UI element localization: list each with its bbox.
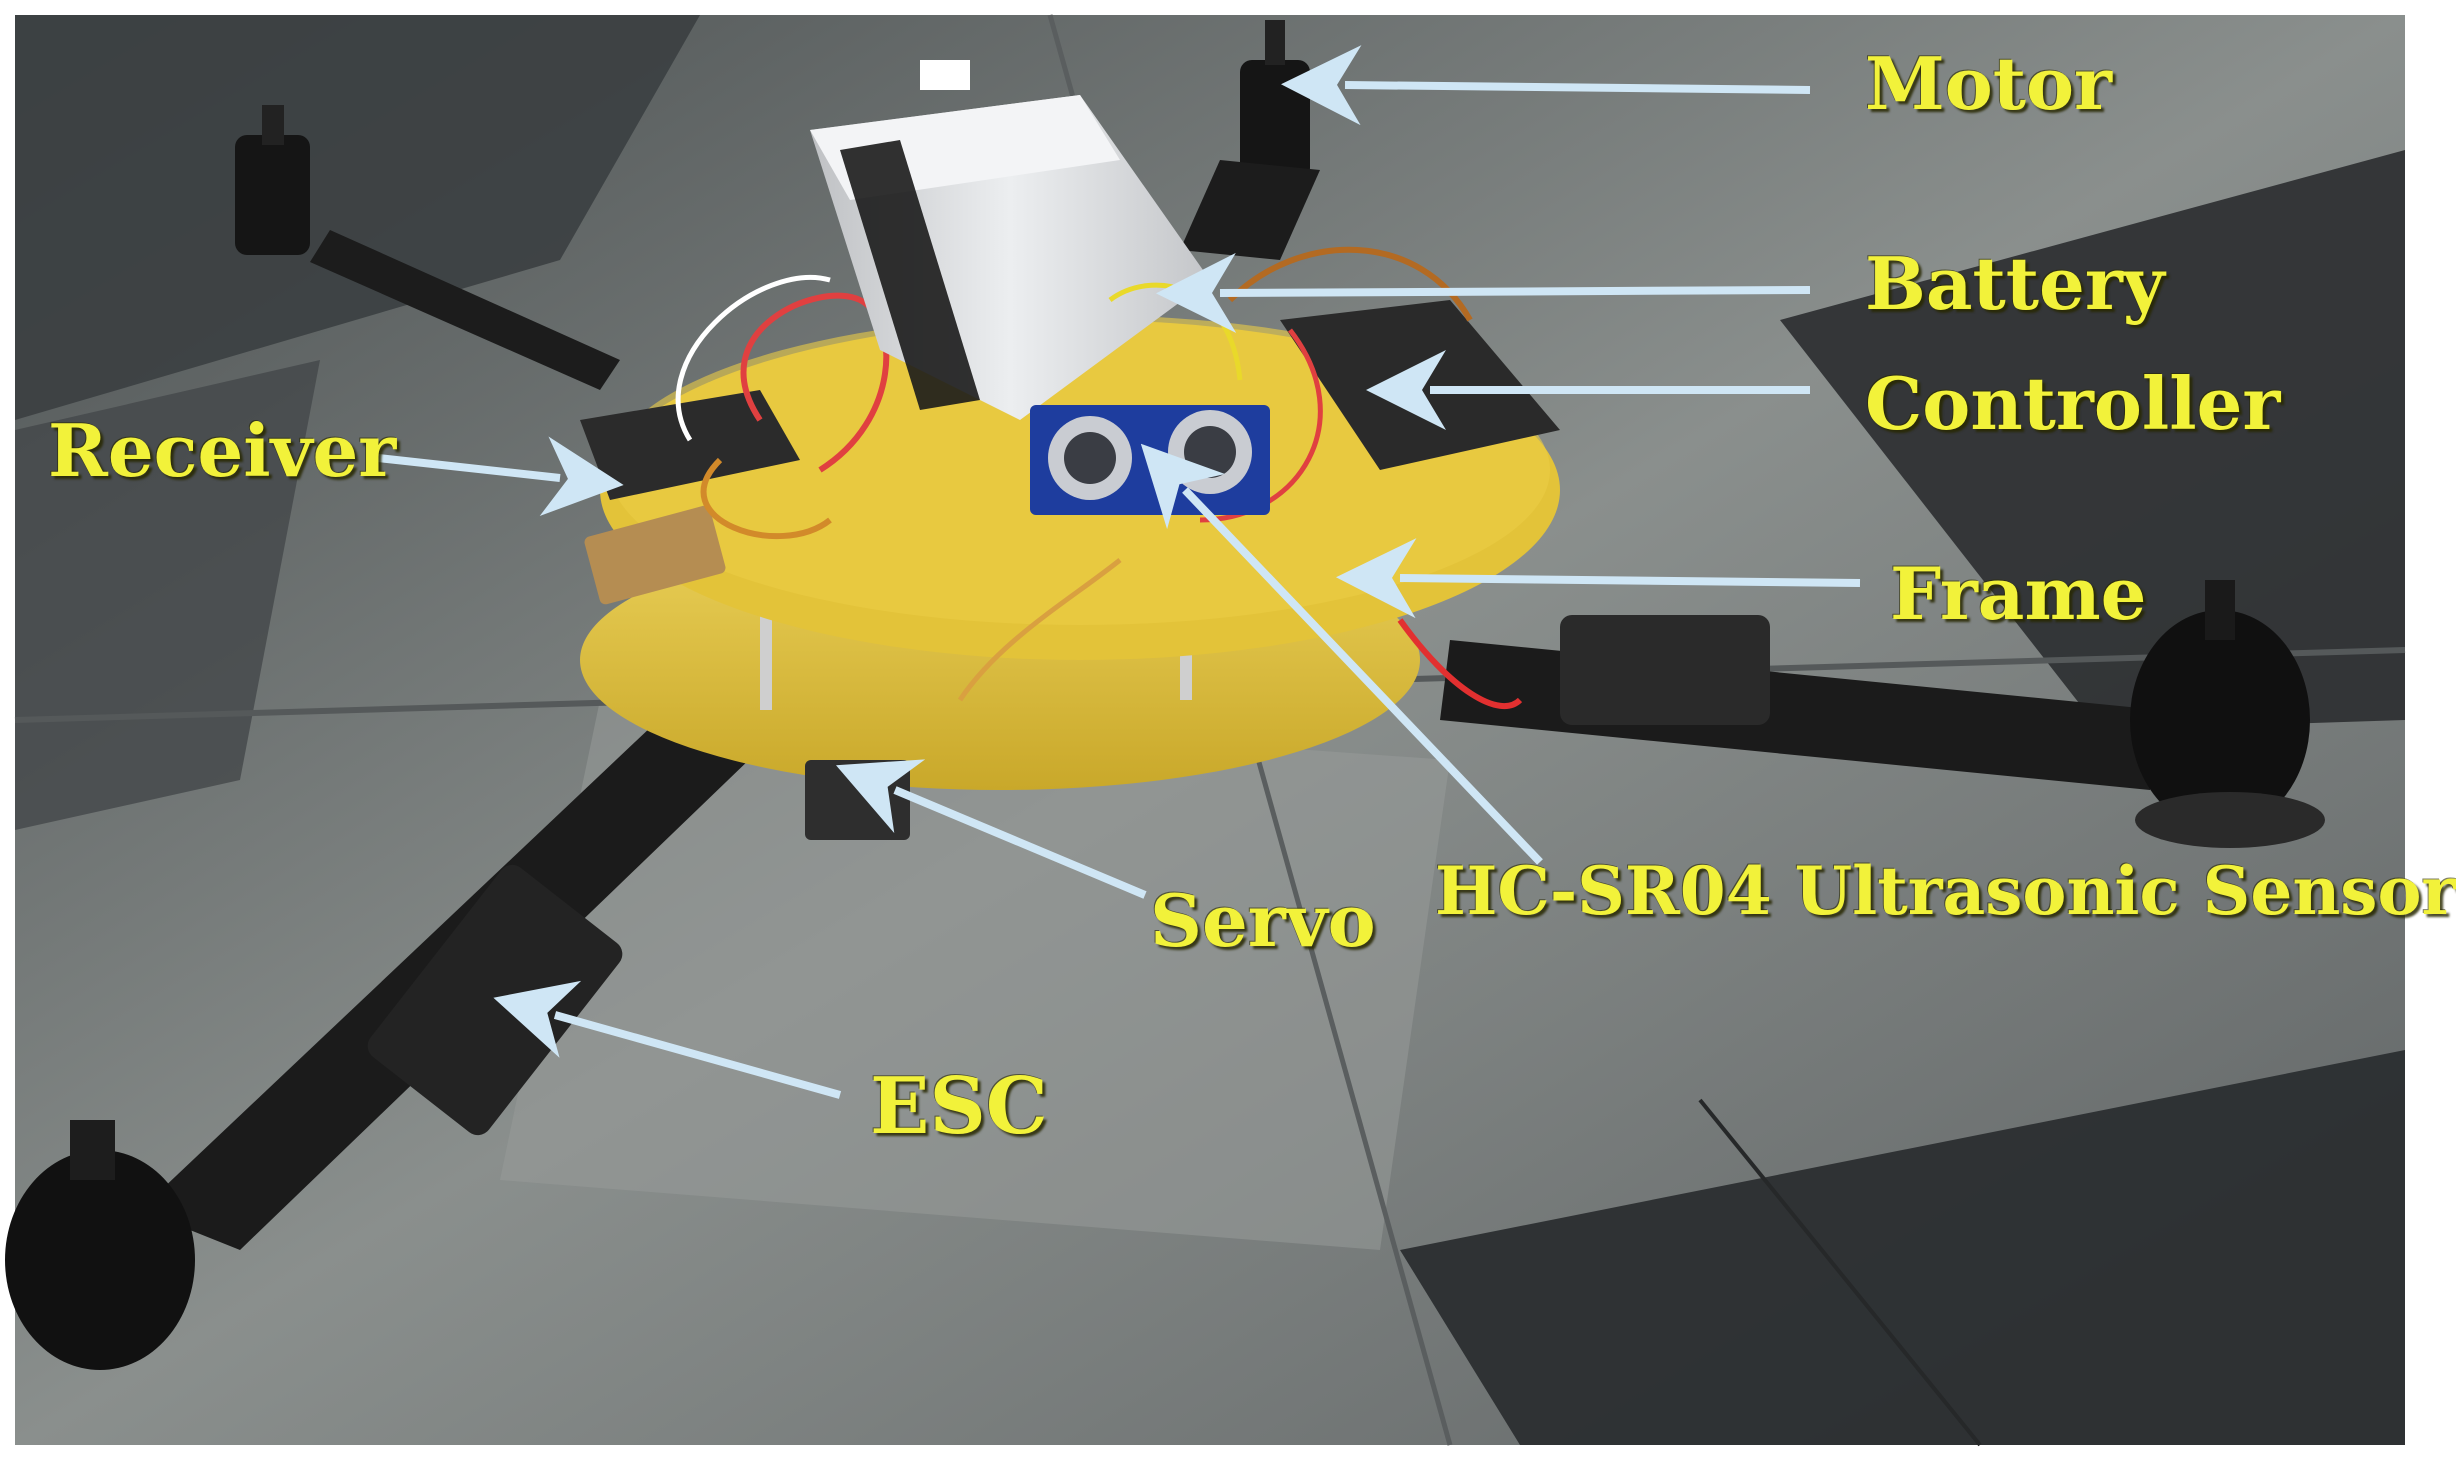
servo-body (805, 760, 910, 840)
arm-top (1180, 160, 1320, 260)
floor-tile-dark (1780, 150, 2405, 730)
arrow-servo (835, 759, 1147, 899)
label-esc: ESC (870, 1061, 1048, 1152)
motor-right (2130, 610, 2310, 830)
label-servo: Servo (1150, 878, 1376, 963)
arrow-battery (1156, 252, 1811, 333)
floor-tile-light (500, 700, 1450, 1250)
tile-seam (1698, 1098, 1982, 1447)
floor-tile-dark (15, 15, 700, 420)
arm-rear-left (310, 230, 620, 390)
arrow-receiver (377, 436, 624, 517)
label-sensor: HC-SR04 Ultrasonic Sensor (1435, 852, 2456, 930)
motor-rear-left (235, 135, 310, 255)
motor-front-left (5, 1150, 195, 1370)
gps-module (584, 505, 726, 605)
label-controller: Controller (1865, 361, 2281, 446)
wires (740, 292, 890, 473)
battery-strap (840, 140, 980, 410)
receiver-board (580, 390, 800, 500)
label-motor: Motor (1865, 41, 2112, 126)
label-frame: Frame (1890, 551, 2147, 636)
arrow-esc (493, 980, 842, 1099)
floor-tile-dark (1400, 1050, 2405, 1445)
label-receiver: Receiver (48, 408, 397, 493)
esc-right (1560, 615, 1770, 725)
arrow-frame (1336, 538, 1861, 619)
arrow-sensor (1140, 443, 1543, 865)
motor-top (1240, 60, 1310, 180)
label-battery: Battery (1865, 241, 2165, 326)
arrow-motor (1281, 45, 1811, 126)
